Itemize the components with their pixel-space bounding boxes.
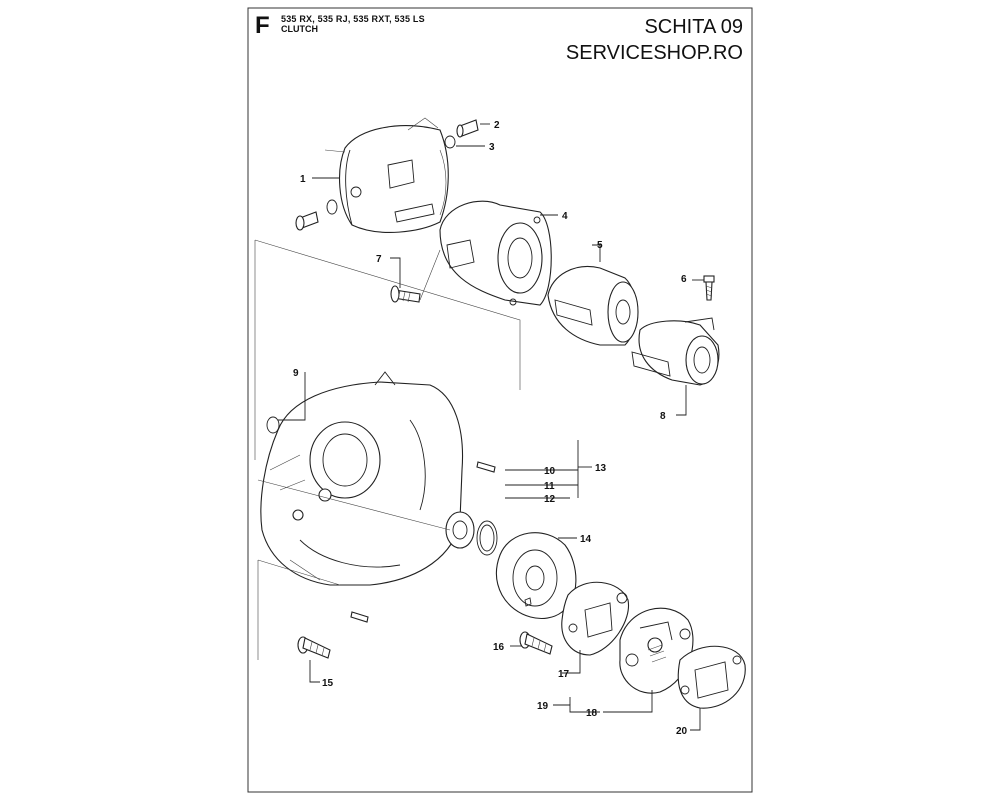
label-2: 2: [494, 120, 500, 131]
label-1: 1: [300, 174, 306, 185]
diagram-subtitle: CLUTCH: [281, 24, 318, 34]
model-list: 535 RX, 535 RJ, 535 RXT, 535 LS: [281, 14, 425, 24]
part-4-bearing-housing: [439, 200, 552, 306]
label-14: 14: [580, 534, 592, 545]
part-6-bolt: [703, 275, 715, 301]
label-18: 18: [586, 708, 598, 719]
part-5-shaft-sleeve: [547, 266, 639, 346]
label-20: 20: [676, 726, 688, 737]
part-11-bearing: [445, 511, 475, 549]
crankcase-housing: [260, 371, 464, 586]
part-1-clutch-cover: [324, 117, 449, 233]
label-7: 7: [376, 254, 382, 265]
label-10: 10: [544, 466, 556, 477]
label-5: 5: [597, 240, 603, 251]
part-16-screw: [519, 631, 553, 655]
part-2-screw: [295, 119, 479, 231]
shop-name: SERVICESHOP.RO: [565, 42, 743, 64]
part-17-washer-plate: [561, 581, 630, 656]
schematic-title: SCHITA 09: [644, 16, 743, 38]
part-number-labels: 1 2 3 4 5 6 7 8 9 10 11 12 13 14 15 16 1…: [293, 120, 688, 737]
part-10-pin: [350, 461, 496, 623]
section-letter: F: [255, 12, 270, 39]
label-19: 19: [537, 701, 549, 712]
part-15-screw: [297, 636, 331, 659]
label-4: 4: [562, 211, 568, 222]
label-13: 13: [595, 463, 607, 474]
part-12-seal: [476, 520, 498, 556]
label-17: 17: [558, 669, 570, 680]
part-7-screw: [390, 285, 421, 303]
part-20-cover-plate: [677, 645, 746, 709]
label-9: 9: [293, 368, 299, 379]
part-9-ring: [266, 416, 280, 434]
label-8: 8: [660, 411, 666, 422]
label-6: 6: [681, 274, 687, 285]
label-12: 12: [544, 494, 556, 505]
part-8-clamp: [631, 317, 720, 386]
label-16: 16: [493, 642, 505, 653]
page-frame: [247, 7, 753, 793]
leader-lines: [254, 123, 704, 731]
label-15: 15: [322, 678, 334, 689]
label-3: 3: [489, 142, 495, 153]
label-11: 11: [544, 481, 555, 492]
